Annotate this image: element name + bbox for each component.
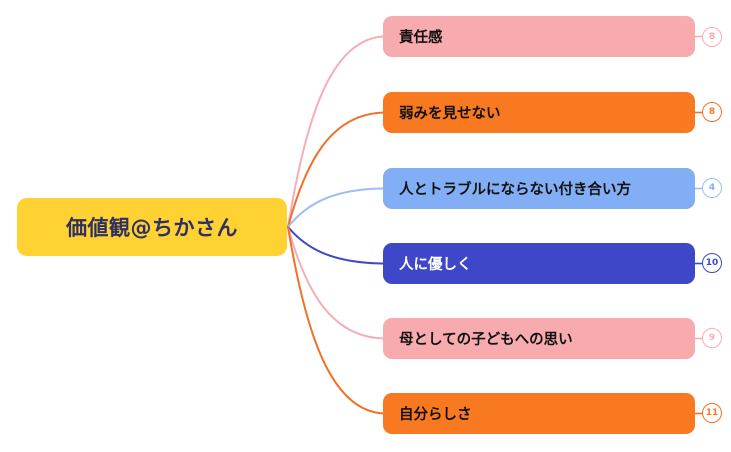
branch-label: 責任感 [399, 30, 443, 46]
child-count-badge[interactable]: 4 [702, 178, 722, 198]
child-count-value: 8 [708, 31, 716, 42]
branch-label: 自分らしさ [399, 407, 472, 423]
branch-node[interactable]: 母としての子どもへの思い [383, 318, 695, 359]
branch-node[interactable]: 自分らしさ [383, 393, 695, 434]
child-count-badge[interactable]: 8 [702, 27, 722, 47]
branch-node[interactable]: 人に優しく [383, 243, 695, 284]
child-count-value: 8 [708, 106, 716, 117]
child-count-badge[interactable]: 10 [702, 253, 722, 273]
branch-node[interactable]: 人とトラブルにならない付き合い方 [383, 168, 695, 209]
child-count-value: 9 [708, 332, 716, 343]
branch-label: 弱みを見せない [399, 106, 501, 122]
child-count-value: 4 [708, 182, 716, 193]
branch-node[interactable]: 弱みを見せない [383, 92, 695, 133]
child-count-value: 10 [705, 257, 719, 268]
child-count-value: 11 [705, 407, 719, 418]
child-count-badge[interactable]: 8 [702, 102, 722, 122]
branch-label: 人に優しく [399, 257, 472, 273]
branch-node[interactable]: 責任感 [383, 16, 695, 57]
child-count-badge[interactable]: 11 [702, 403, 722, 423]
central-topic-node[interactable]: 価値観@ちかさん [17, 198, 287, 256]
branch-label: 母としての子どもへの思い [399, 332, 573, 348]
central-topic-label: 価値観@ちかさん [66, 216, 238, 240]
branch-label: 人とトラブルにならない付き合い方 [399, 182, 631, 198]
child-count-badge[interactable]: 9 [702, 328, 722, 348]
